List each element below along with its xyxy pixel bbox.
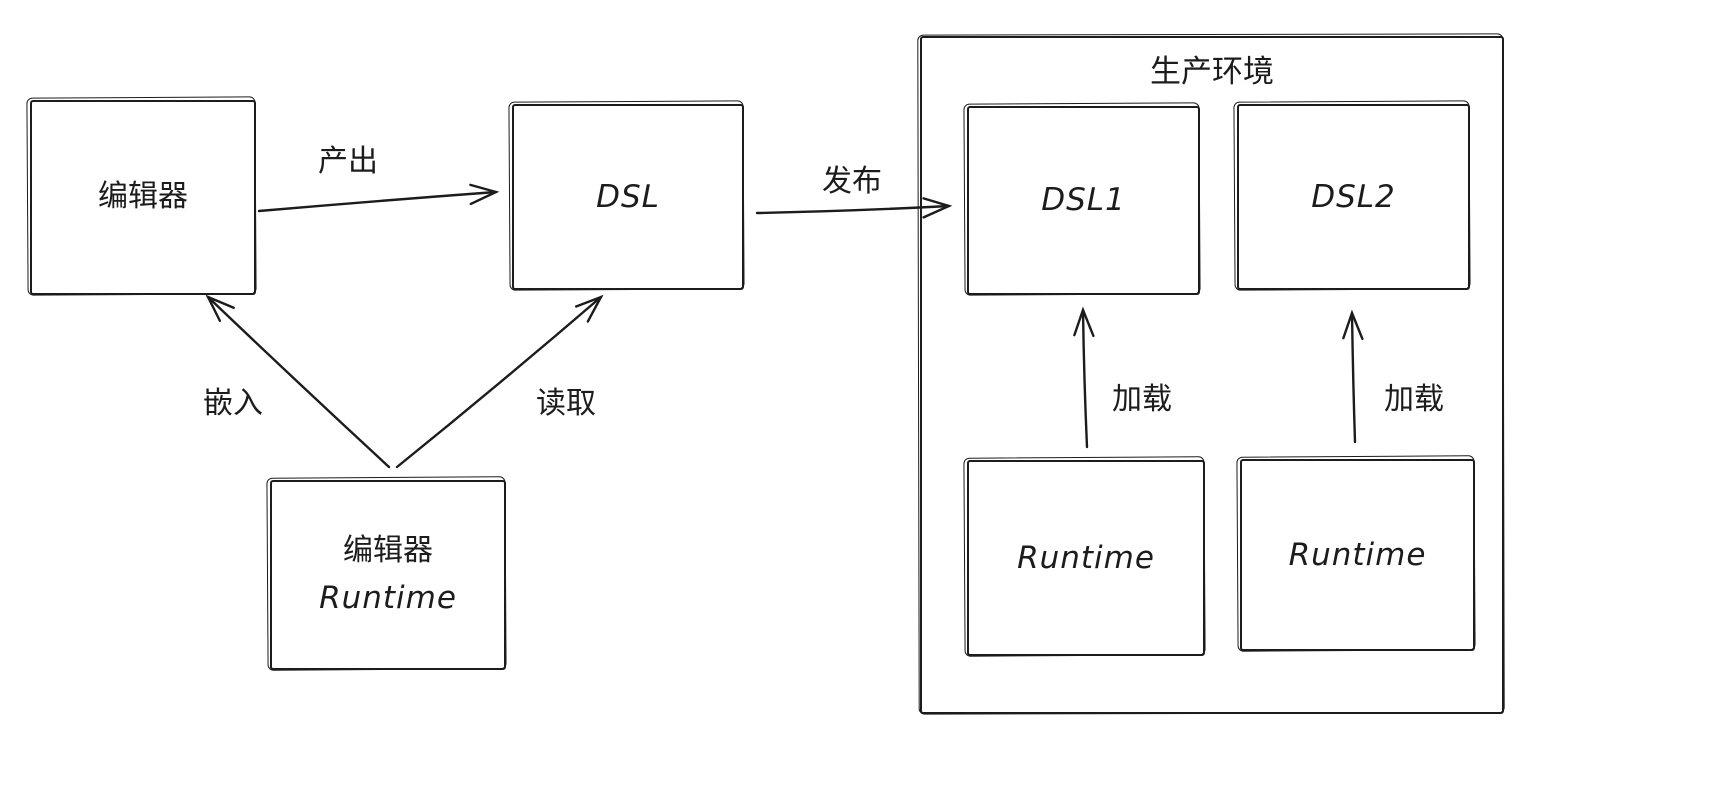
runtime-right-label: Runtime [1288, 536, 1427, 573]
embed-arrow-label: 嵌入 [203, 386, 263, 421]
production-env-title: 生产环境 [1150, 54, 1274, 90]
runtime-left-box: Runtime [967, 460, 1205, 656]
dsl-label: DSL [596, 178, 660, 215]
arrow-produce [257, 183, 500, 213]
production-env-container [920, 36, 1504, 714]
dsl2-label: DSL2 [1311, 178, 1396, 215]
dsl2-box: DSL2 [1237, 104, 1470, 290]
editor-label: 编辑器 [98, 179, 188, 215]
runtime-left-label: Runtime [1017, 539, 1155, 576]
publish-arrow-label: 发布 [822, 164, 882, 199]
runtime-right-box: Runtime [1240, 459, 1475, 651]
dsl-box: DSL [512, 104, 744, 290]
dsl1-label: DSL1 [1041, 182, 1126, 219]
read-arrow-label: 读取 [536, 386, 596, 421]
editor-runtime-box: 编辑器 Runtime [270, 480, 506, 670]
editor-runtime-label-line1: 编辑器 [343, 532, 433, 568]
load-left-arrow-label: 加载 [1112, 382, 1172, 417]
dsl1-box: DSL1 [967, 106, 1200, 295]
editor-box: 编辑器 [30, 100, 256, 295]
load-right-arrow-label: 加载 [1384, 382, 1444, 417]
editor-runtime-label-line2: Runtime [319, 580, 457, 617]
produce-arrow-label: 产出 [318, 144, 378, 179]
